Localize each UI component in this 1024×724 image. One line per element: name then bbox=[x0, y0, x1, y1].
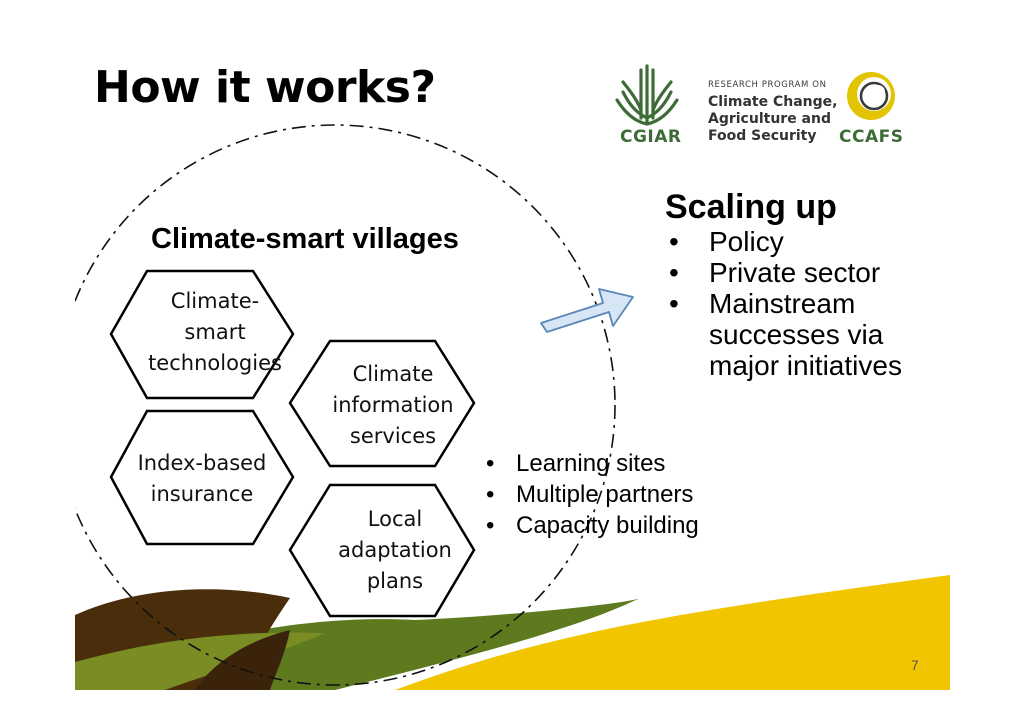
hexagon-label-line: information bbox=[332, 393, 454, 417]
research-program-label: RESEARCH PROGRAM ON bbox=[708, 80, 827, 90]
hexagon-label-line: Local bbox=[367, 507, 423, 531]
hexagon-label-adaptation-plans: Local adaptation plans bbox=[315, 504, 475, 597]
list-item: Policy bbox=[665, 226, 935, 257]
list-item: Capacity building bbox=[480, 510, 699, 541]
village-boundary-circle bbox=[75, 124, 616, 686]
list-item: Multiple partners bbox=[480, 479, 699, 510]
hexagon-label-line: smart bbox=[184, 320, 246, 344]
hexagon-label-technologies: Climate- smart technologies bbox=[135, 286, 295, 379]
page-number: 7 bbox=[911, 657, 919, 673]
hexagon-label-information-services: Climate information services bbox=[313, 359, 473, 452]
site-features-list: Learning sites Multiple partners Capacit… bbox=[480, 448, 699, 541]
ccafs-circle-logo bbox=[847, 72, 895, 120]
hexagon-label-insurance: Index-based insurance bbox=[122, 448, 282, 510]
hexagon-label-line: Index-based bbox=[137, 451, 267, 475]
hexagon-label-line: adaptation bbox=[338, 538, 452, 562]
program-name-line: Climate Change, bbox=[708, 94, 838, 110]
program-name-line: Agriculture and bbox=[708, 111, 831, 127]
program-name: Climate Change, Agriculture and Food Sec… bbox=[708, 94, 837, 145]
slide: How it works? CGIAR RESEARCH PROGRAM ON … bbox=[75, 30, 950, 690]
slide-title: How it works? bbox=[94, 62, 436, 113]
hexagon-local-adaptation-plans bbox=[288, 483, 476, 618]
hexagon-label-line: services bbox=[349, 424, 437, 448]
cgiar-logo-text: CGIAR bbox=[620, 127, 682, 147]
hexagon-label-line: Climate- bbox=[170, 289, 260, 313]
list-item: Private sector bbox=[665, 257, 935, 288]
hexagon-label-line: Climate bbox=[352, 362, 434, 386]
ccafs-logo-text: CCAFS bbox=[839, 127, 904, 147]
hexagon-climate-information-services bbox=[288, 339, 476, 468]
hexagon-label-line: plans bbox=[366, 569, 424, 593]
slide-graphics bbox=[75, 64, 950, 690]
hill-yellow bbox=[395, 575, 950, 690]
hill-dark bbox=[195, 630, 290, 690]
hexagon-label-line: insurance bbox=[150, 482, 254, 506]
scaling-up-section: Scaling up Policy Private sector Mainstr… bbox=[665, 188, 935, 381]
hexagon-climate-smart-technologies bbox=[109, 269, 295, 400]
village-title: Climate-smart villages bbox=[151, 223, 459, 255]
right-arrow-icon bbox=[540, 288, 634, 333]
cgiar-wheat-logo bbox=[615, 64, 679, 126]
scaling-up-heading: Scaling up bbox=[665, 188, 837, 226]
hexagon-label-line: technologies bbox=[148, 351, 282, 375]
list-item: Mainstream successes via major initiativ… bbox=[665, 288, 935, 381]
hexagon-index-based-insurance bbox=[109, 409, 295, 546]
program-name-line: Food Security bbox=[708, 128, 817, 144]
list-item: Learning sites bbox=[480, 448, 699, 479]
